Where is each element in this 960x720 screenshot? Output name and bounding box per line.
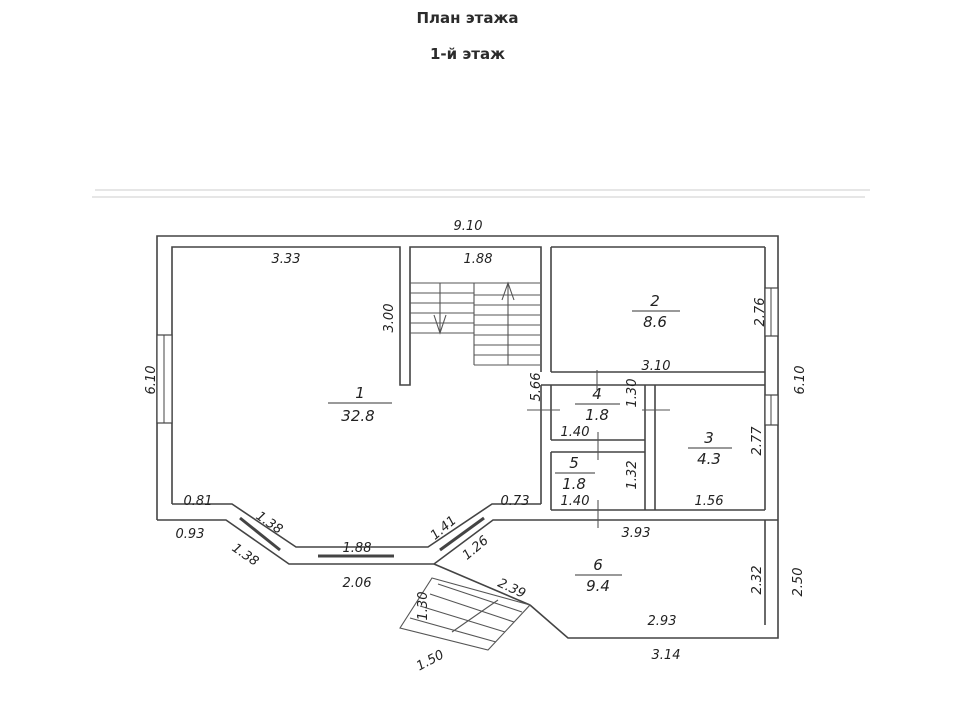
dim-bay-left-outer: 1.38: [229, 541, 261, 570]
dim-room2-bottom: 3.10: [642, 359, 671, 374]
dim-room1-top: 3.33: [272, 252, 301, 267]
dim-bay-left-offset: 0.93: [176, 527, 205, 542]
interior-staircase: [410, 281, 540, 366]
dim-bay-right-outer: 1.26: [460, 533, 492, 563]
dim-right-height: 6.10: [793, 366, 808, 395]
dim-bay-center-inner: 1.88: [343, 541, 372, 556]
dim-corridor-height: 5.66: [529, 373, 544, 402]
dim-stair-width: 1.88: [464, 252, 493, 267]
room-5-number: 5: [569, 454, 579, 472]
dim-overall-width: 9.10: [454, 219, 483, 234]
room-1-area: 32.8: [341, 407, 374, 425]
dim-room6-inner-height: 2.32: [750, 566, 765, 595]
outer-walls: [156, 235, 779, 639]
dim-room5-width: 1.40: [561, 494, 590, 509]
room-5-area: 1.8: [562, 475, 586, 493]
dim-stair-height: 3.00: [382, 304, 397, 333]
dim-room2-height: 2.76: [753, 298, 768, 327]
room-6-number: 6: [593, 556, 603, 574]
up-arrow-icon: [501, 281, 515, 301]
dim-bay-center-outer: 2.06: [343, 576, 372, 591]
dim-room6-top: 3.93: [622, 526, 651, 541]
dimension-ticks: [527, 370, 670, 528]
dim-porch-stair-width: 1.50: [414, 647, 447, 674]
porch-staircase: [399, 577, 532, 651]
dim-room3-height: 2.77: [750, 426, 765, 456]
room-2-area: 8.6: [643, 313, 667, 331]
dim-porch-stair-height: 1.30: [416, 592, 431, 621]
dim-room6-outer-height: 2.50: [791, 568, 806, 597]
dim-room4-right: 1.30: [625, 379, 640, 408]
dim-room1-left-bottom: 0.81: [184, 494, 213, 509]
dim-room5-height: 1.32: [625, 461, 640, 490]
room-4-area: 1.8: [585, 406, 609, 424]
room-1-number: 1: [355, 384, 365, 402]
down-arrow-icon: [433, 314, 447, 335]
windows: [156, 287, 779, 558]
room-labels: 1 32.8 2 8.6 3 4.3 4 1.8 5 1.8 6 9.4: [328, 292, 732, 595]
plan-title: План этажа: [416, 9, 519, 27]
dim-room6-bottom-outer: 3.14: [652, 648, 681, 663]
entry-arrow-icon: [451, 599, 499, 633]
dim-room1-right-bottom: 0.73: [501, 494, 530, 509]
room-6-area: 9.4: [586, 577, 610, 595]
dim-room6-bottom-inner: 2.93: [648, 614, 677, 629]
dim-room3-width: 1.56: [695, 494, 724, 509]
floor-subtitle: 1-й этаж: [429, 45, 506, 63]
room-2-number: 2: [650, 292, 660, 310]
dim-room4-width: 1.40: [561, 425, 590, 440]
room-3-area: 4.3: [697, 450, 721, 468]
room-3-number: 3: [704, 429, 714, 447]
dim-left-height: 6.10: [144, 366, 159, 395]
room-4-number: 4: [592, 385, 602, 403]
